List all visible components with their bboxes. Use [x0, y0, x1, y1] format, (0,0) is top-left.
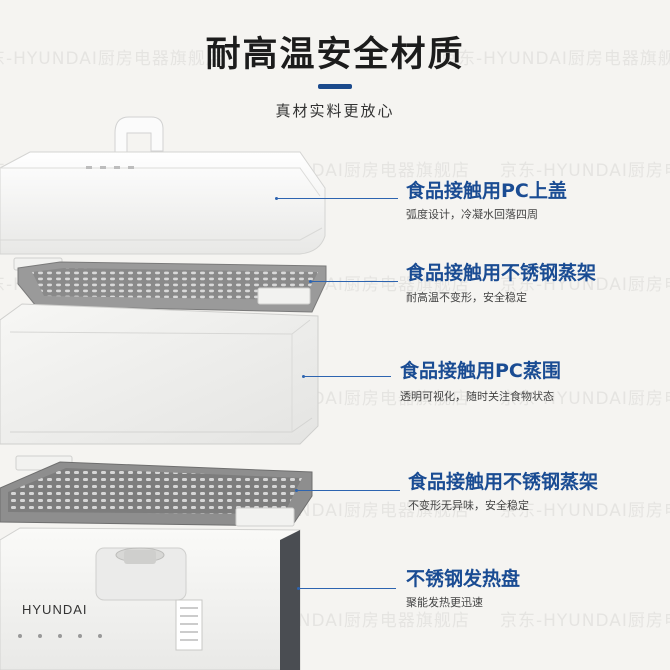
leader-dot [295, 489, 298, 492]
heating-base [0, 527, 301, 670]
leader-line [310, 281, 398, 282]
watermark: 京东-HYUNDAI厨房电器旗舰店 [500, 275, 670, 295]
steel-rack-upper [13, 257, 327, 313]
callout-subtitle-ring: 透明可视化，随时关注食物状态 [400, 390, 554, 403]
watermark: 京东-HYUNDAI厨房电器旗舰店 [500, 161, 670, 181]
leader-dot [297, 587, 300, 590]
callout-title-heating-plate: 不锈钢发热盘 [406, 568, 521, 590]
pc-steam-ring [0, 303, 319, 445]
leader-line [298, 588, 396, 589]
callout-subtitle-rack-upper: 耐高温不变形，安全稳定 [406, 291, 527, 304]
brand-logo: HYUNDAI [22, 602, 88, 617]
leader-dot [302, 375, 305, 378]
title-underline [318, 84, 352, 89]
callout-subtitle-heating-plate: 聚能发热更迅速 [406, 596, 483, 609]
callout-subtitle-lid: 弧度设计，冷凝水回落四周 [406, 208, 538, 221]
leader-dot [309, 280, 312, 283]
watermark: 京东-HYUNDAI厨房电器旗舰店 [440, 49, 670, 69]
callout-subtitle-rack-lower: 不变形无异味，安全稳定 [408, 499, 529, 512]
leader-line [303, 376, 391, 377]
watermark: 京东-HYUNDAI厨房电器旗舰店 [500, 611, 670, 631]
callout-title-rack-lower: 食品接触用不锈钢蒸架 [408, 471, 599, 493]
pc-lid [0, 116, 326, 255]
watermark: 京东-HYUNDAI厨房电器旗舰店 [500, 389, 670, 409]
callout-title-lid: 食品接触用PC上盖 [406, 180, 567, 202]
leader-line [276, 198, 398, 199]
leader-line [296, 490, 400, 491]
steel-rack-lower [0, 455, 313, 527]
page-subtitle: 真材实料更放心 [275, 102, 395, 120]
leader-dot [275, 197, 278, 200]
watermark: 京东-HYUNDAI厨房电器旗舰店 [0, 49, 224, 69]
callout-title-ring: 食品接触用PC蒸围 [400, 360, 561, 382]
callout-title-rack-upper: 食品接触用不锈钢蒸架 [406, 262, 597, 284]
watermark: 京东-HYUNDAI厨房电器旗舰店 [500, 501, 670, 521]
page-title: 耐高温安全材质 [205, 35, 465, 75]
